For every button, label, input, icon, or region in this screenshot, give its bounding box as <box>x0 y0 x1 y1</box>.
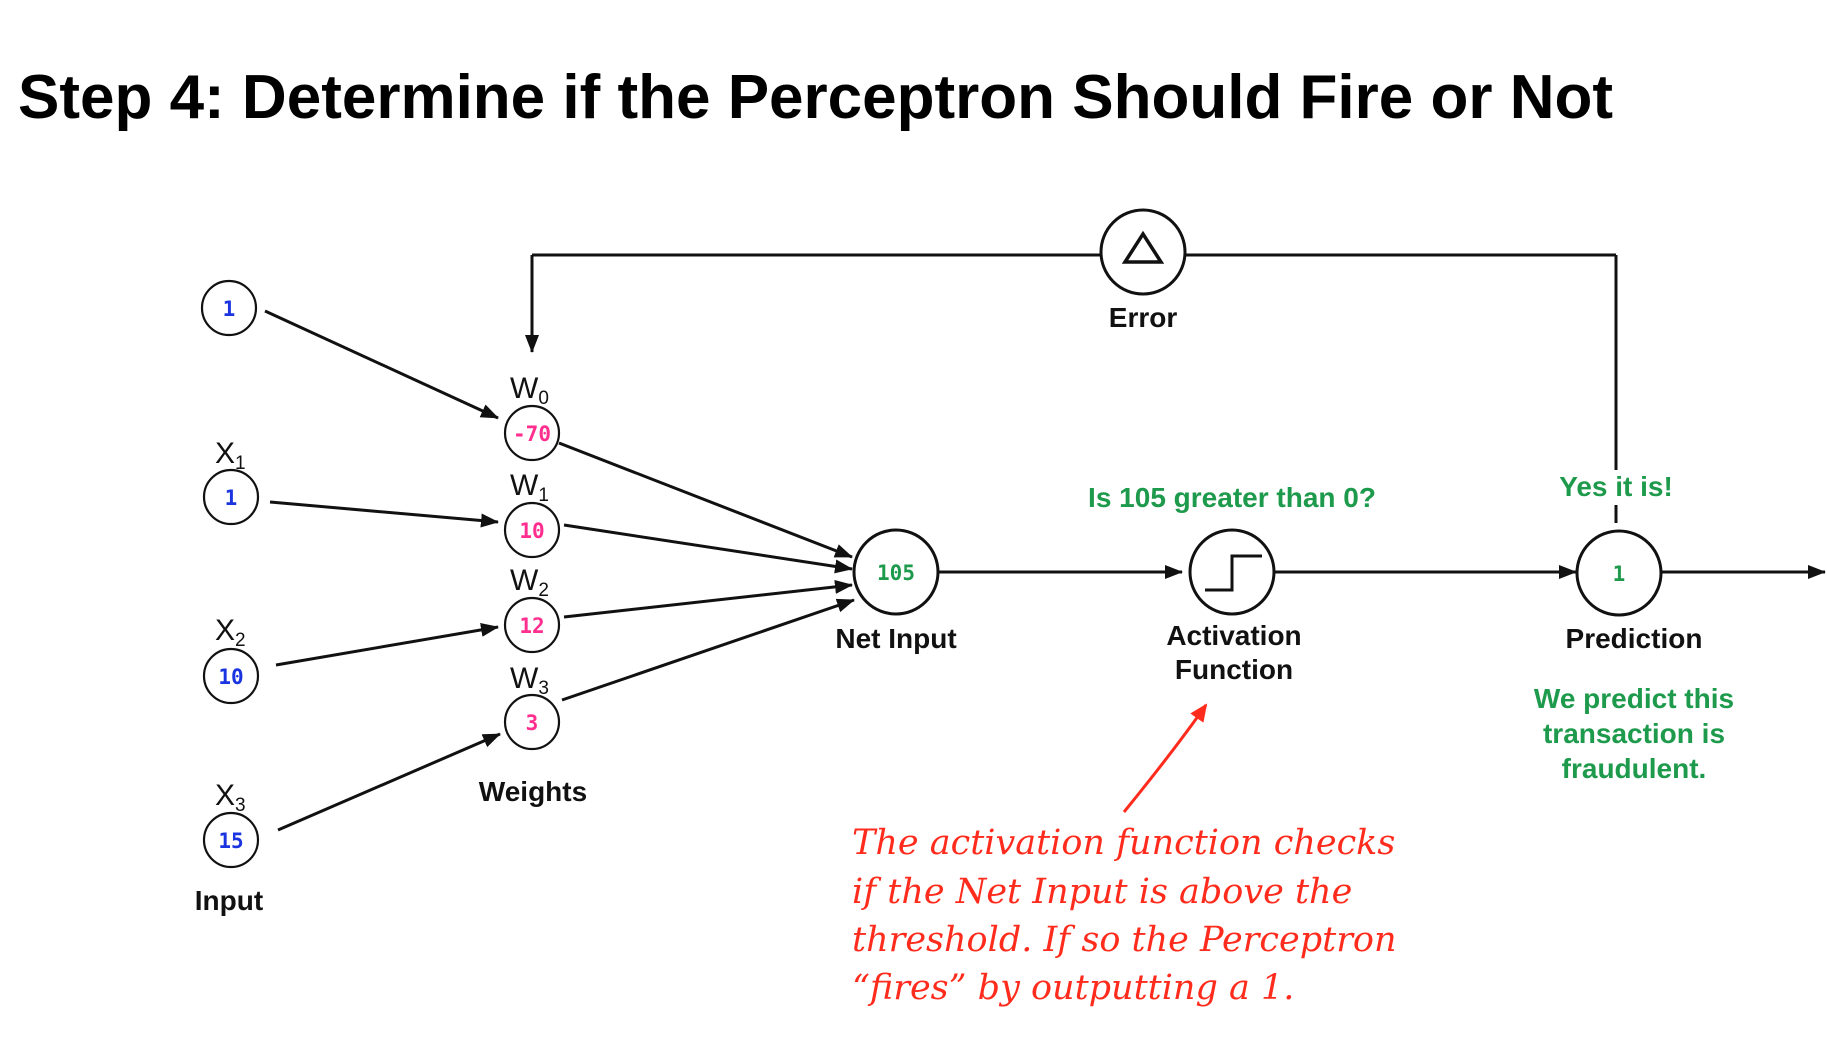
annotation-note-line: threshold. If so the Perceptron <box>852 920 1397 960</box>
activation-question: Is 105 greater than 0? <box>1088 482 1376 513</box>
weight-node-w3: 3 <box>503 693 561 751</box>
weight-node-w2: 12 <box>503 596 561 654</box>
prediction-node: 1 <box>1575 529 1663 617</box>
input-node-x3: 15 <box>202 811 260 869</box>
annotation-note-line: The activation function checks <box>852 823 1395 863</box>
weight-node-w0: -70 <box>503 404 561 462</box>
error-label: Error <box>1109 302 1178 333</box>
input-value: 10 <box>218 665 243 689</box>
weight-value: 12 <box>519 614 544 638</box>
prediction-label: Prediction <box>1566 623 1703 654</box>
net-input-value: 105 <box>877 561 915 585</box>
prediction-conclusion-line: transaction is <box>1543 718 1725 749</box>
activation-node <box>1188 528 1276 616</box>
input-node-x1: 1 <box>202 468 260 526</box>
input-var-label: X2 <box>215 614 246 651</box>
weight-var-label: W0 <box>510 372 549 409</box>
input-value: 15 <box>218 829 243 853</box>
input-node-bias: 1 <box>200 279 258 337</box>
input-value: 1 <box>223 297 236 321</box>
activation-label-line1: Activation <box>1166 620 1301 651</box>
input-to-weight-arrows <box>264 309 501 832</box>
input-value: 1 <box>225 486 238 510</box>
weight-node-w1: 10 <box>503 501 561 559</box>
weight-var-label: W2 <box>510 564 549 601</box>
input-var-label: X3 <box>215 779 246 816</box>
prediction-conclusion-line: fraudulent. <box>1562 753 1707 784</box>
inputs-label: Input <box>195 885 263 916</box>
weight-value: -70 <box>513 422 551 446</box>
weight-value: 10 <box>519 519 544 543</box>
activation-label-line2: Function <box>1175 654 1293 685</box>
error-feedback-loop <box>525 253 1618 523</box>
weights-label: Weights <box>479 776 587 807</box>
net-input-node: 105 <box>852 528 940 616</box>
annotation-note-line: “fires” by outputting a 1. <box>852 968 1294 1008</box>
delta-triangle-icon <box>1121 230 1165 264</box>
annotation-note-line: if the Net Input is above the <box>852 872 1352 912</box>
weight-value: 3 <box>526 711 539 735</box>
error-node <box>1099 208 1187 296</box>
input-node-x2: 10 <box>202 647 260 705</box>
weight-var-label: W3 <box>510 662 549 699</box>
step-function-icon <box>1205 554 1262 592</box>
input-var-label: X1 <box>215 437 246 474</box>
weight-to-net-arrows <box>558 441 855 702</box>
annotation-arrow <box>1122 703 1208 813</box>
weight-var-label: W1 <box>510 469 549 506</box>
prediction-answer: Yes it is! <box>1559 471 1673 502</box>
prediction-value: 1 <box>1613 562 1626 586</box>
prediction-conclusion-line: We predict this <box>1534 683 1734 714</box>
page-title: Step 4: Determine if the Perceptron Shou… <box>18 63 1613 132</box>
net-input-label: Net Input <box>835 623 956 654</box>
